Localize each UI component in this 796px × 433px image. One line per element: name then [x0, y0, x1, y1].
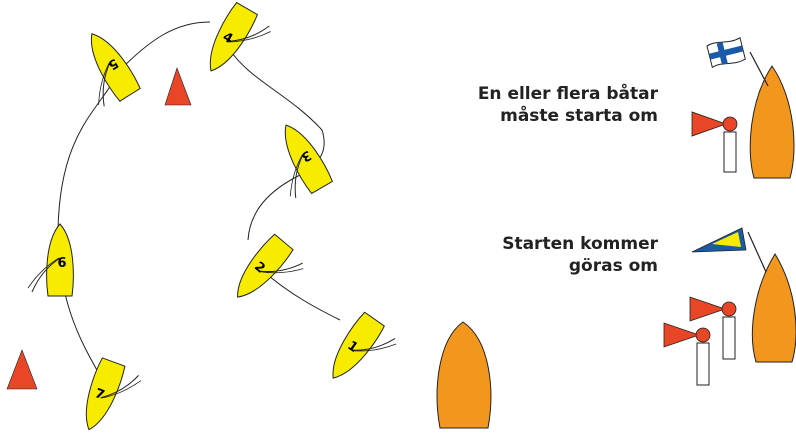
boat-sail [98, 62, 110, 106]
boat-sail [294, 154, 304, 199]
signal-2-group [663, 227, 796, 386]
boat-hull [46, 223, 74, 297]
signal-2-caption-line-2: göras om [568, 256, 658, 276]
signal-1-group [691, 37, 795, 179]
red-pennant-with-ball [689, 296, 737, 360]
committee-boat [436, 321, 492, 429]
answering-pennant-icon [691, 227, 747, 253]
signal-1-caption-line-1: En eller flera båtar [477, 84, 658, 104]
boat-sail [31, 257, 61, 293]
boat-sail [227, 25, 270, 42]
boat-sail [27, 257, 60, 289]
signal-2-caption-line-1: Starten kommer [502, 234, 658, 254]
committee-boat [749, 65, 795, 179]
boat-hull [284, 124, 334, 195]
boat-4: 4 [209, 1, 271, 72]
boat-hull [332, 311, 385, 379]
boat-9: 9 [27, 223, 74, 297]
boat-3: 3 [284, 124, 334, 199]
course-line [57, 21, 341, 373]
mark-triangle [6, 349, 38, 390]
boat-hull [90, 33, 141, 102]
boat-hull [85, 357, 126, 431]
boat-5: 5 [90, 33, 141, 107]
boat-sail [260, 268, 304, 274]
boat-1: 1 [332, 311, 397, 379]
boat-sail [259, 262, 303, 272]
red-pennant-with-ball [663, 322, 711, 386]
signal-1-caption: En eller flera båtar måste starta om [478, 83, 658, 127]
boat-number-label: 9 [57, 253, 66, 268]
boat-sail [228, 31, 271, 43]
boat-sail [289, 154, 303, 197]
finnish-flag-icon [706, 37, 746, 69]
boat-sail [102, 62, 111, 107]
signal-2-caption: Starten kommer göras om [502, 233, 658, 277]
boat-sail [101, 380, 142, 399]
boat-sail [353, 343, 397, 352]
boat-hull [209, 1, 259, 72]
committee-boat [751, 253, 796, 363]
boat-sail [100, 375, 139, 399]
boat-hull [237, 233, 294, 298]
mark-triangle [164, 67, 192, 106]
signal-1-caption-line-2: måste starta om [500, 106, 658, 126]
red-pennant-with-ball [691, 111, 738, 173]
boat-sail [352, 338, 396, 351]
boat-7: 7 [85, 357, 142, 431]
boat-2: 2 [237, 233, 304, 298]
